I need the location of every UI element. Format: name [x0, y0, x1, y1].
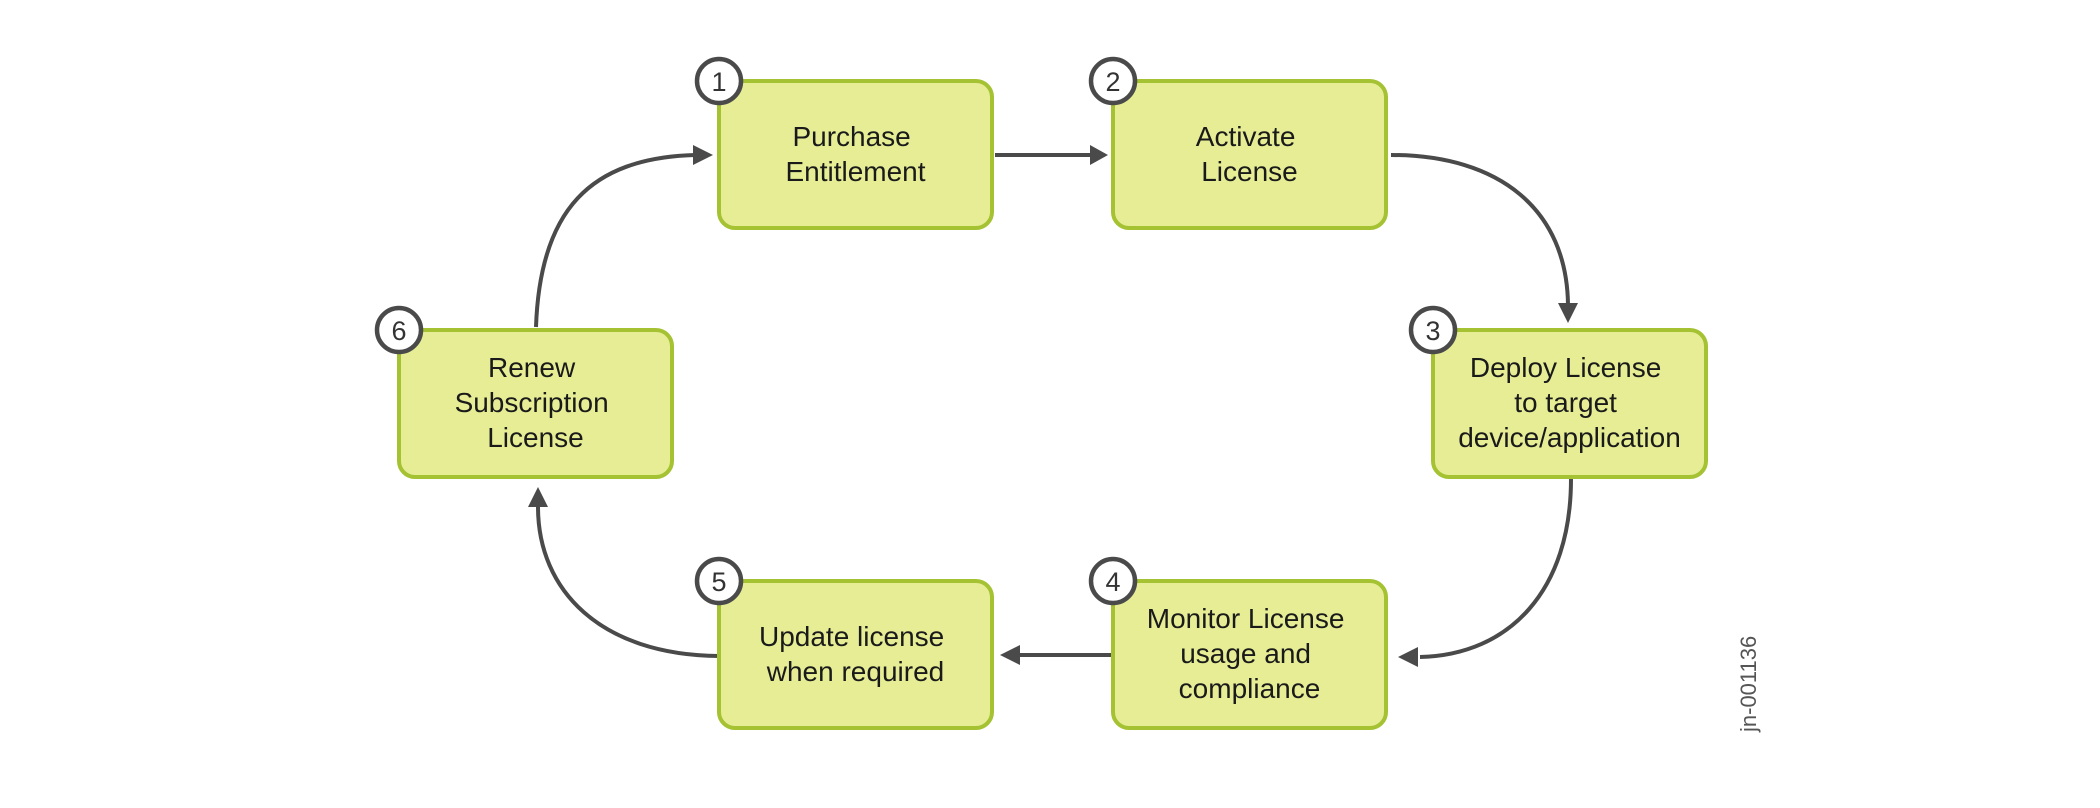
- connector-3-to-4: [1419, 478, 1573, 659]
- step-3-deploy-license: Deploy License to target device/applicat…: [1408, 305, 1708, 479]
- arrowhead-6-to-1: [693, 145, 713, 165]
- step-number: 2: [1105, 67, 1120, 97]
- step-label: Activate License: [1196, 121, 1303, 187]
- arrowhead-2-to-3: [1558, 303, 1578, 323]
- step-number-badge: [1088, 556, 1138, 606]
- step-5-update-license: Update license when required 5: [694, 556, 994, 730]
- step-label-line: Deploy License: [1470, 352, 1661, 383]
- step-number: 3: [1425, 316, 1440, 346]
- connector-6-to-1: [534, 153, 696, 328]
- step-label: Monitor License usage and compliance: [1147, 603, 1352, 704]
- step-label-line: Subscription: [455, 387, 609, 418]
- step-number-badge: [694, 556, 744, 606]
- step-number-badge: [1088, 56, 1138, 106]
- step-box: [397, 328, 674, 479]
- arrowhead-5-to-6: [528, 487, 548, 507]
- step-6-renew-subscription: Renew Subscription License 6: [374, 305, 674, 479]
- step-2-activate-license: Activate License 2: [1088, 56, 1388, 230]
- step-label-line: when required: [766, 656, 944, 687]
- step-label: Renew Subscription License: [455, 352, 617, 453]
- step-box: [717, 579, 994, 730]
- connector-2-to-3: [1390, 153, 1570, 306]
- step-label-line: Purchase: [792, 121, 910, 152]
- step-label: Update license when required: [759, 621, 952, 687]
- step-box: [1111, 79, 1388, 230]
- arrowhead-1-to-2: [1090, 145, 1108, 165]
- figure-id: jn-001136: [1736, 636, 1761, 733]
- step-number: 4: [1105, 567, 1120, 597]
- step-label-line: Renew: [488, 352, 576, 383]
- step-label-line: License: [487, 422, 584, 453]
- step-label-line: usage and: [1180, 638, 1311, 669]
- step-number: 1: [711, 67, 726, 97]
- step-number: 5: [711, 567, 726, 597]
- step-label-line: License: [1201, 156, 1298, 187]
- connectors: [528, 145, 1578, 667]
- step-number-badge: [374, 305, 424, 355]
- step-number: 6: [391, 316, 406, 346]
- step-1-purchase-entitlement: Purchase Entitlement 1: [694, 56, 994, 230]
- step-number-badge: [1408, 305, 1458, 355]
- arrowhead-3-to-4: [1398, 647, 1418, 667]
- step-label: Purchase Entitlement: [785, 121, 925, 187]
- connector-5-to-6: [536, 506, 720, 658]
- step-label-line: Update license: [759, 621, 944, 652]
- step-label-line: device/application: [1458, 422, 1681, 453]
- step-box: [717, 79, 994, 230]
- step-label-line: Activate: [1196, 121, 1296, 152]
- step-4-monitor-license: Monitor License usage and compliance 4: [1088, 556, 1388, 730]
- arrowhead-4-to-5: [1000, 645, 1020, 665]
- step-number-badge: [694, 56, 744, 106]
- step-label: Deploy License to target device/applicat…: [1458, 352, 1681, 453]
- step-box: [1111, 579, 1388, 730]
- step-label-line: Entitlement: [785, 156, 925, 187]
- step-box: [1431, 328, 1708, 479]
- step-label-line: Monitor License: [1147, 603, 1345, 634]
- step-label-line: to target: [1514, 387, 1617, 418]
- step-label-line: compliance: [1179, 673, 1321, 704]
